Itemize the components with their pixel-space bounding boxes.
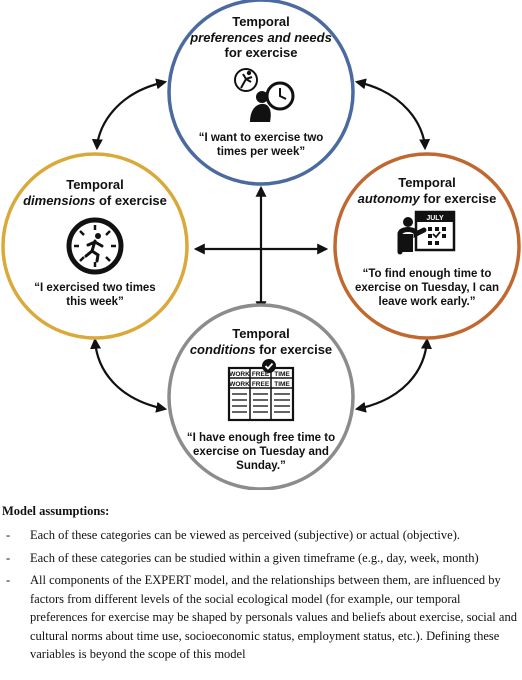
node-dimensions-quote-text: “I exercised two times this week” — [34, 282, 156, 308]
node-dimensions-title: Temporal dimensions of exercise — [22, 177, 168, 208]
node-autonomy-title: Temporal autonomy for exercise — [350, 175, 504, 206]
table-header-time: TIME — [274, 371, 290, 378]
assumption-item-text: All components of the EXPERT model, and … — [30, 573, 517, 661]
node-conditions-title-italic: conditions — [189, 341, 256, 357]
expert-model-diagram: JULY WORK — [1, 0, 521, 491]
diagram-canvas: JULY WORK — [1, 0, 521, 491]
calendar-month-label: JULY — [426, 215, 444, 222]
arrow-autonomy-conditions — [354, 337, 432, 413]
node-dimensions-quote: “I exercised two times this week” — [30, 282, 160, 310]
assumption-item: -Each of these categories can be viewed … — [0, 526, 520, 545]
node-autonomy-title-rest: for exercise — [419, 190, 497, 206]
node-conditions-title-line1: Temporal — [232, 326, 290, 341]
person-thinking-about-exercise-and-clock-icon — [234, 68, 295, 122]
node-preferences-title: Temporal preferences and needs for exerc… — [186, 14, 336, 61]
node-dimensions-title-italic: dimensions — [23, 192, 96, 208]
node-preferences-quote: “I want to exercise two times per week” — [190, 132, 332, 160]
node-autonomy-quote: “To find enough time to exercise on Tues… — [347, 268, 507, 309]
assumption-item-text: Each of these categories can be studied … — [30, 550, 479, 565]
schedule-table-icon: WORK FREE TIME WORK FREE TIME — [227, 359, 295, 422]
table-row2-work: WORK — [229, 381, 250, 388]
table-header-work: WORK — [229, 371, 250, 378]
assumption-item: -All components of the EXPERT model, and… — [0, 571, 520, 664]
node-conditions-title: Temporal conditions for exercise — [181, 326, 341, 357]
table-row2-time: TIME — [274, 381, 290, 388]
node-autonomy-quote-text: “To find enough time to exercise on Tues… — [354, 268, 500, 308]
node-conditions-quote-text: “I have enough free time to exercise on … — [186, 432, 336, 472]
node-conditions-title-rest: for exercise — [255, 341, 333, 357]
arrow-preferences-dimensions — [91, 78, 168, 151]
running-person-clock-icon — [66, 217, 124, 275]
node-conditions-quote: “I have enough free time to exercise on … — [181, 432, 341, 473]
node-dimensions-title-rest: of exercise — [95, 192, 167, 208]
assumption-item-text: Each of these categories can be viewed a… — [30, 528, 460, 542]
arrow-dimensions-conditions — [90, 337, 168, 413]
node-autonomy-title-italic: autonomy — [357, 190, 420, 206]
node-dimensions-title-line1: Temporal — [66, 177, 124, 192]
assumption-item: -Each of these categories can be studied… — [0, 549, 520, 568]
table-row2-free: FREE — [252, 381, 270, 388]
node-preferences-title-line3: for exercise — [224, 45, 298, 61]
node-preferences-quote-text: “I want to exercise two times per week” — [198, 132, 324, 158]
node-preferences-title-line1: Temporal — [232, 14, 290, 29]
node-autonomy-title-line1: Temporal — [398, 175, 456, 190]
table-header-free: FREE — [252, 371, 270, 378]
model-assumptions-heading: Model assumptions: — [2, 504, 110, 518]
person-at-calendar-icon: JULY — [397, 210, 456, 255]
model-assumptions-list: -Each of these categories can be viewed … — [0, 526, 520, 664]
arrow-preferences-autonomy — [354, 78, 431, 151]
node-preferences-title-line2: preferences and needs — [190, 29, 332, 45]
